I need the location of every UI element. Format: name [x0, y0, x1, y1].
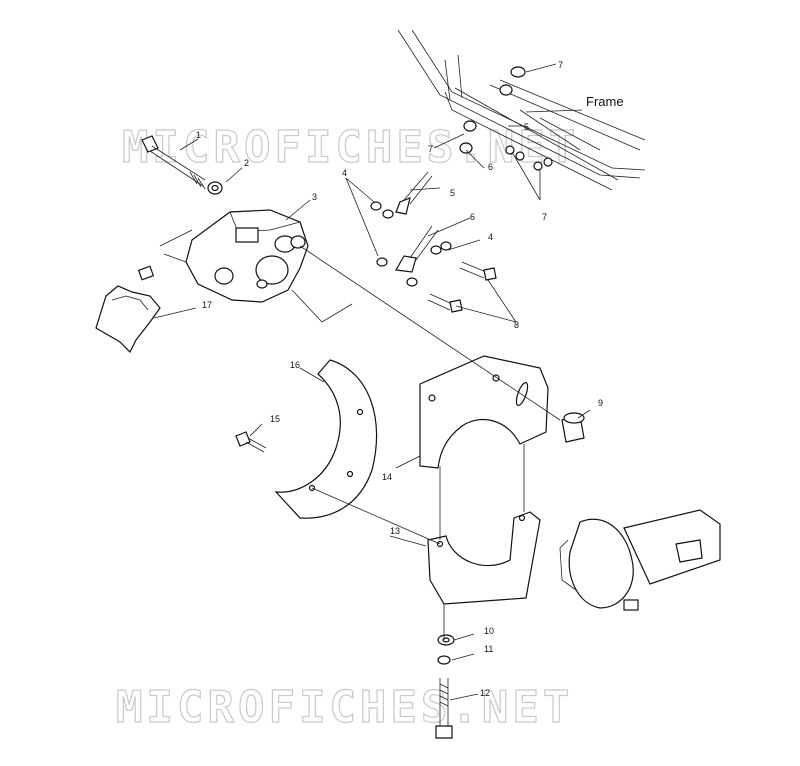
callout-5b: 5	[524, 122, 529, 132]
frame-label: Frame	[586, 94, 624, 109]
callout-7a: 7	[558, 60, 563, 70]
callout-4a: 4	[342, 168, 347, 178]
rod-end-5	[370, 171, 433, 219]
callout-13: 13	[390, 526, 400, 536]
callout-2: 2	[244, 158, 249, 168]
assembly-lines	[159, 229, 561, 640]
rod-end-6	[376, 225, 439, 273]
bushing-9	[561, 412, 585, 443]
callout-16: 16	[290, 360, 300, 370]
callout-6b: 6	[488, 162, 493, 172]
callout-15: 15	[270, 414, 280, 424]
washer-10	[437, 634, 455, 646]
callout-7b: 7	[428, 144, 433, 154]
callout-6a: 6	[470, 212, 475, 222]
frame-tubing	[397, 29, 646, 191]
callout-10: 10	[484, 626, 494, 636]
clamp-13	[427, 511, 541, 605]
bolt-15	[235, 431, 267, 453]
callout-8: 8	[514, 320, 519, 330]
callout-7c: 7	[542, 212, 547, 222]
brake-pad-17	[95, 265, 161, 354]
callout-5a: 5	[450, 188, 455, 198]
washer-2	[207, 181, 223, 195]
bolts-8	[427, 261, 497, 313]
washer-11	[437, 655, 451, 665]
callout-11: 11	[484, 644, 493, 654]
leader-lines	[153, 63, 591, 701]
frame-hardware-7	[459, 66, 553, 171]
callout-1: 1	[196, 130, 201, 140]
bolt-1	[141, 135, 206, 190]
caliper-3	[185, 209, 309, 303]
watermark-top: MICROFICHES.NET	[122, 122, 579, 173]
callout-3: 3	[312, 192, 317, 202]
callout-14: 14	[382, 472, 392, 482]
callout-4b: 4	[488, 232, 493, 242]
washers-4	[406, 241, 452, 287]
callout-12: 12	[480, 688, 490, 698]
callout-17: 17	[202, 300, 212, 310]
callout-labels: 1 2 3 4 4 5 5 6 6 7 7 7 8 9 10 11 12 13 …	[196, 60, 624, 698]
bolt-12	[435, 678, 453, 739]
disc-guard-16	[274, 359, 378, 519]
callout-9: 9	[598, 398, 603, 408]
mount-plate-14	[419, 355, 549, 469]
watermark-bottom: MICROFICHES.NET	[116, 682, 573, 733]
axle-housing	[559, 509, 721, 611]
